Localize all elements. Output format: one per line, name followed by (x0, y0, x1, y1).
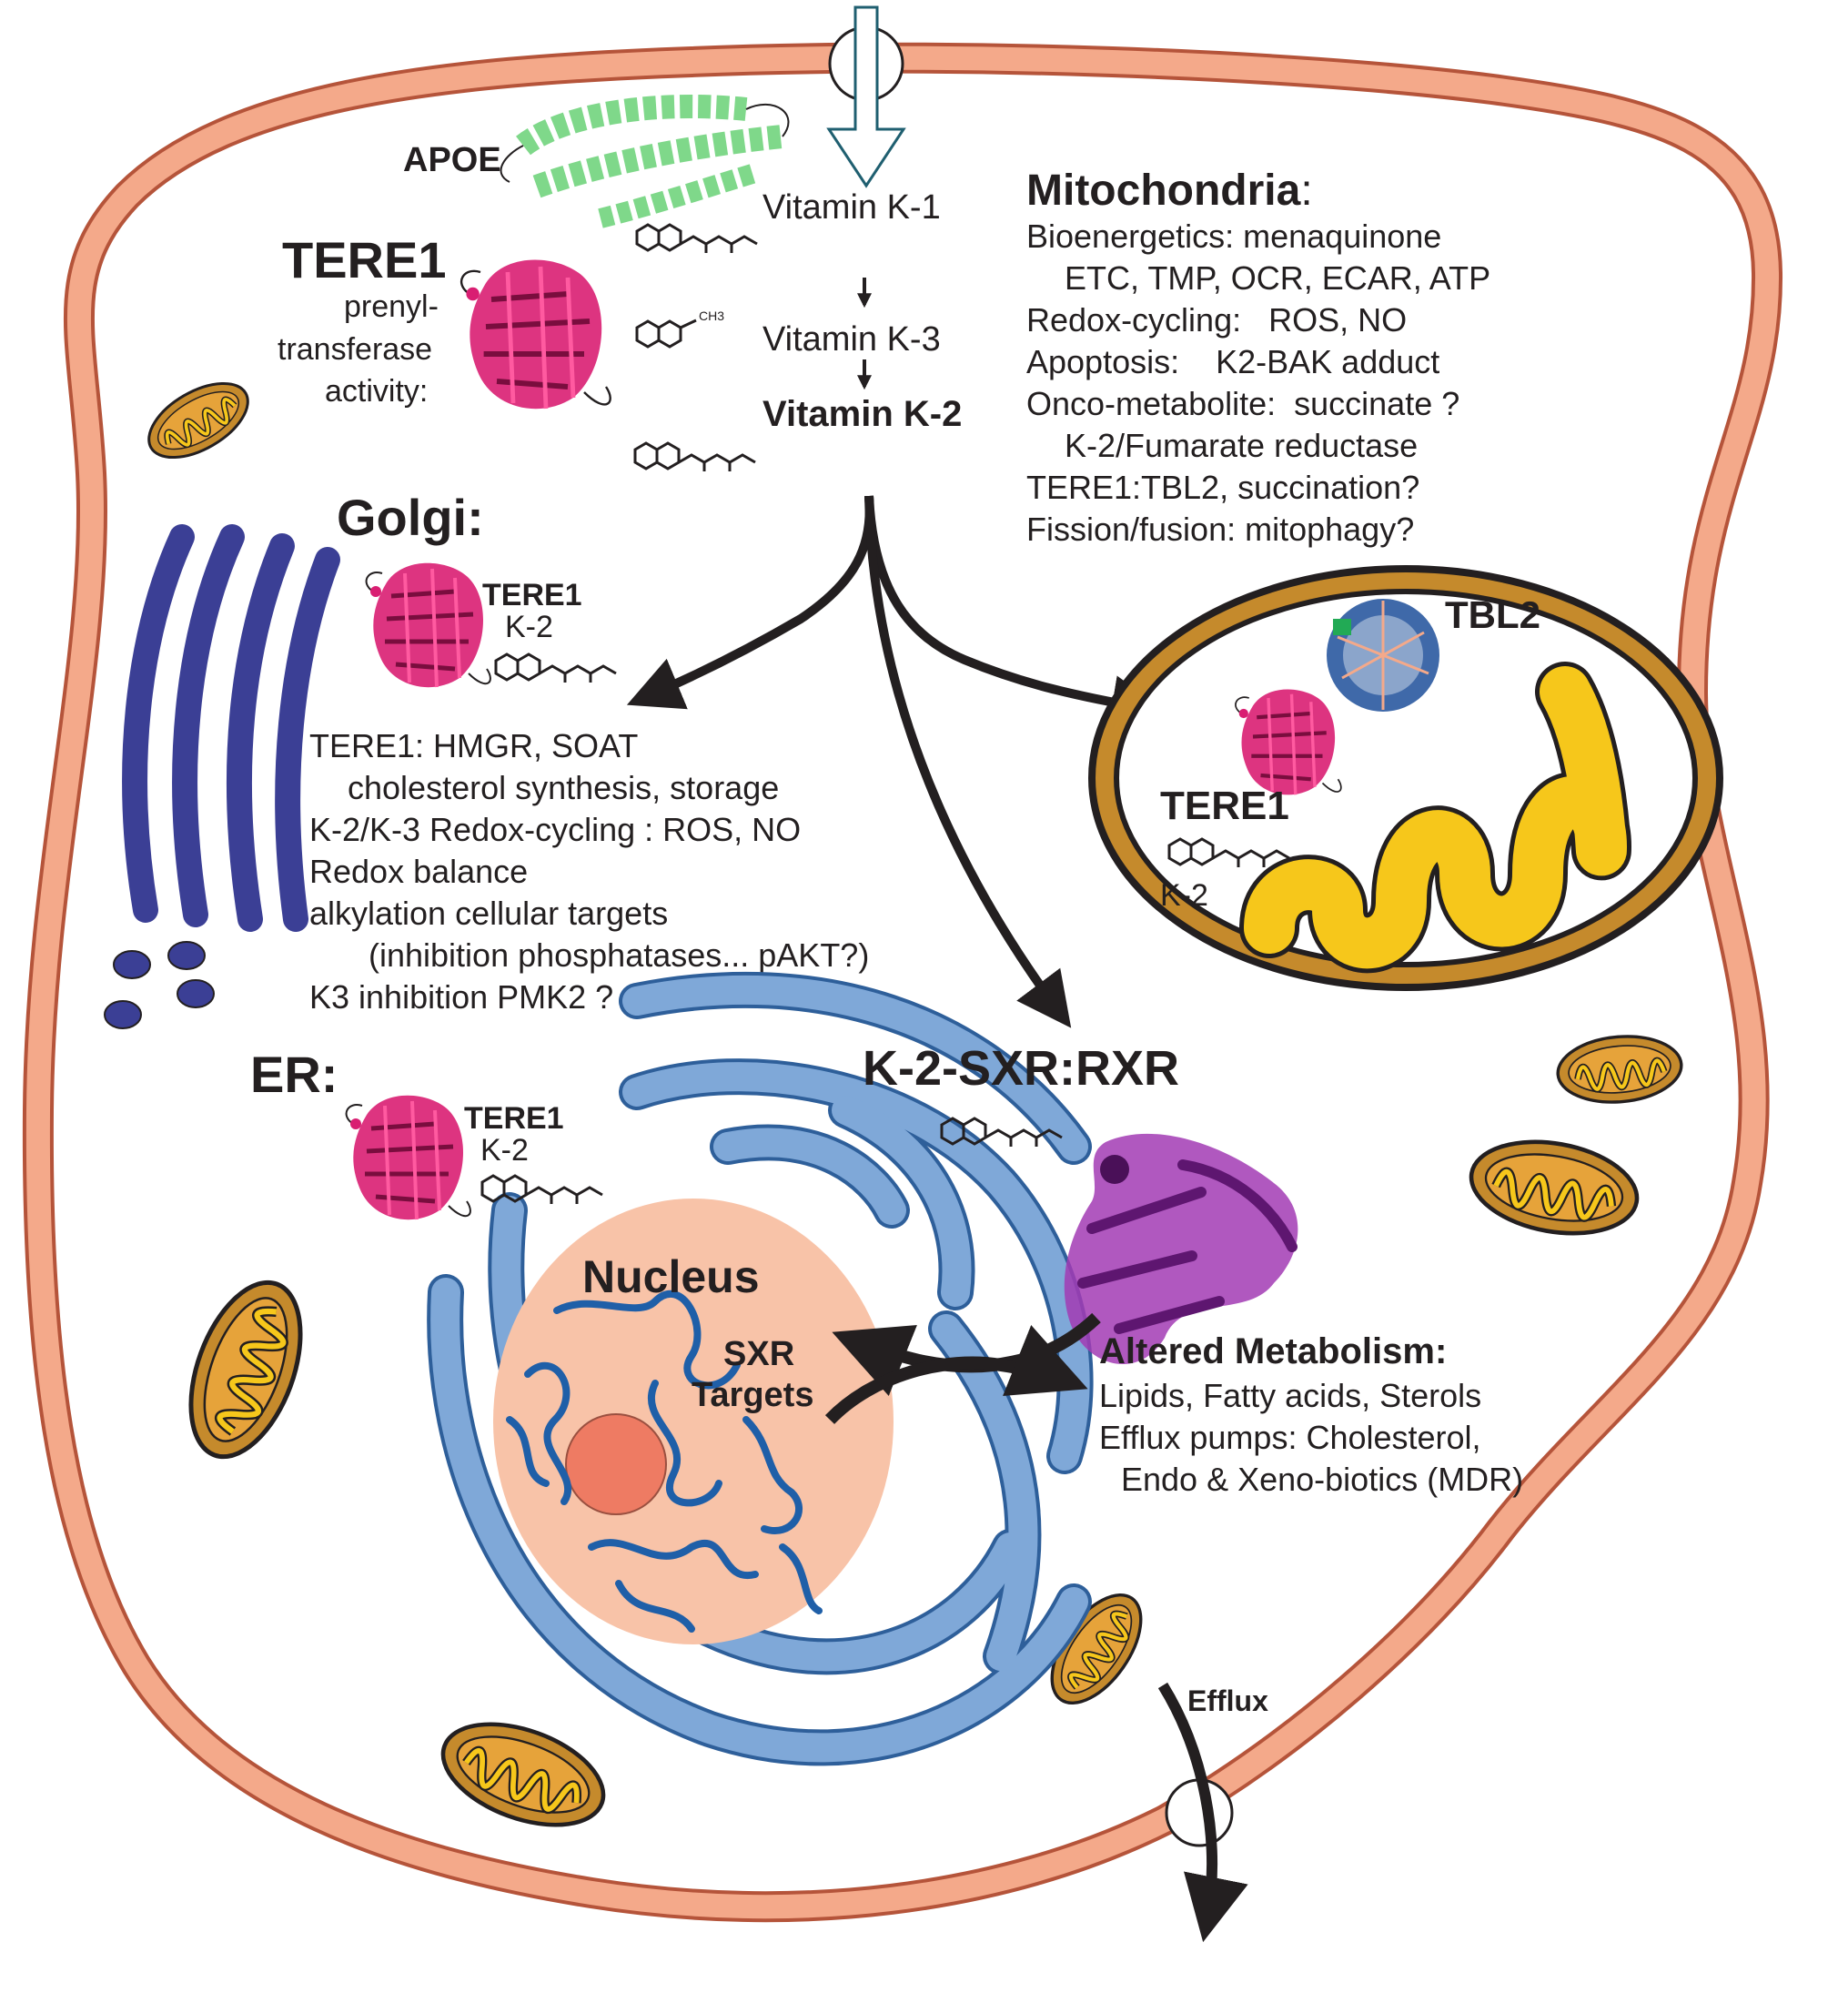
mitochondrion-small-4 (169, 1268, 321, 1472)
vitamin-k1-label: Vitamin K-1 (762, 188, 941, 227)
efflux-arrow (1157, 1682, 1248, 1943)
golgi-line-4: Redox balance (309, 853, 528, 890)
golgi-line-6: (inhibition phosphatases... pAKT?) (369, 936, 869, 974)
mitochondrion-small-1 (136, 369, 259, 473)
golgi-line-5: alkylation cellular targets (309, 895, 668, 932)
mitochondrion-small-6 (429, 1704, 617, 1845)
golgi-k2-label: K-2 (505, 610, 553, 644)
mitochondrion-small-3 (1464, 1129, 1644, 1245)
vitamin-k3-label: Vitamin K-3 (762, 320, 941, 359)
chromatin (506, 1290, 823, 1633)
mito-line-7: TERE1:TBL2, succination? (1026, 469, 1419, 506)
tere1-main-label: TERE1 (282, 231, 447, 288)
mito-line-8: Fission/fusion: mitophagy? (1026, 511, 1414, 548)
vitamin-k2-label: Vitamin K-2 (762, 394, 962, 434)
prenyl-line-1: prenyl- (344, 289, 439, 324)
sxr-rxr-title: K-2-SXR:RXR (863, 1041, 1179, 1096)
golgi-tere1-label: TERE1 (482, 578, 582, 612)
golgi-line-3: K-2/K-3 Redox-cycling : ROS, NO (309, 811, 801, 848)
vitamin-k1-structure (635, 223, 759, 255)
prenyl-line-3: activity: (325, 374, 428, 409)
mito-line-2: ETC, TMP, OCR, ECAR, ATP (1065, 259, 1490, 297)
mito-line-4: Apoptosis: K2-BAK adduct (1026, 343, 1439, 380)
tbl2-label: TBL2 (1445, 593, 1540, 636)
apoe-label: APOE (403, 141, 501, 179)
ch3-label: CH3 (699, 309, 724, 323)
altered-line-3: Endo & Xeno-biotics (MDR) (1121, 1461, 1523, 1498)
golgi-line-1: TERE1: HMGR, SOAT (309, 727, 638, 764)
prenyl-line-2: transferase (278, 332, 432, 367)
mito-line-1: Bioenergetics: menaquinone (1026, 217, 1441, 255)
sxr-rxr-protein (1064, 1133, 1298, 1364)
large-mitochondrion (1088, 565, 1723, 991)
altered-line-2: Efflux pumps: Cholesterol, (1099, 1419, 1481, 1456)
golgi-apparatus (104, 524, 340, 1029)
altered-title: Altered Metabolism: (1099, 1331, 1447, 1371)
mito-title: Mitochondria: (1026, 167, 1313, 215)
vitamin-k2-structure (633, 441, 757, 473)
sxr-metabolism-arrows (824, 1312, 1101, 1424)
mito-line-3: Redox-cycling: ROS, NO (1026, 301, 1407, 339)
mitochondrion-small-2 (1555, 1032, 1684, 1108)
import-arrow (826, 5, 906, 188)
golgi-line-7: K3 inhibition PMK2 ? (309, 978, 613, 1016)
altered-line-1: Lipids, Fatty acids, Sterols (1099, 1377, 1481, 1414)
mito-k2-label: K-2 (1160, 878, 1208, 913)
mito-line-6: K-2/Fumarate reductase (1065, 427, 1418, 464)
apoe-protein (500, 95, 790, 228)
nucleolus (565, 1413, 667, 1515)
er-title: ER: (250, 1046, 338, 1103)
mito-line-5: Onco-metabolite: succinate ? (1026, 385, 1459, 422)
tere1-protein-main (461, 260, 611, 410)
sxr-targets-line-1: SXR (723, 1335, 794, 1373)
k2-distribution-arrows (626, 495, 1166, 1028)
er-k2-label: K-2 (480, 1133, 529, 1168)
golgi-title: Golgi: (337, 489, 484, 546)
tbl2-protein (1327, 599, 1439, 712)
vitamin-k3-structure (635, 319, 697, 349)
er-tere1-label: TERE1 (464, 1101, 564, 1136)
nucleus (493, 1199, 894, 1644)
sxr-targets-line-2: Targets (692, 1376, 813, 1414)
efflux-label: Efflux (1187, 1684, 1268, 1717)
golgi-line-2: cholesterol synthesis, storage (348, 769, 779, 806)
tere1-protein-er (347, 1096, 470, 1219)
nucleus-label: Nucleus (582, 1251, 760, 1302)
mito-tere1-label: TERE1 (1160, 784, 1289, 828)
golgi-k2-structure (494, 652, 618, 684)
tere1-protein-golgi (367, 563, 490, 687)
